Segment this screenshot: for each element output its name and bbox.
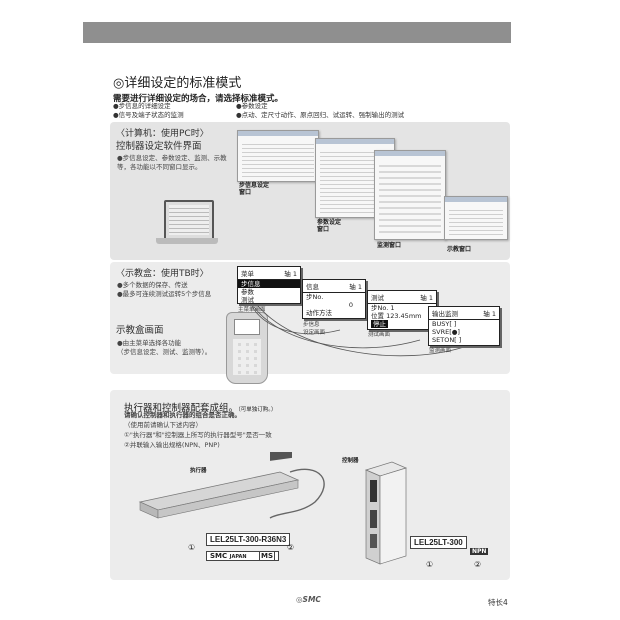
controller-io-label: NPN (470, 548, 489, 555)
combo-heading-note: （可单独订购。） (238, 407, 277, 413)
tb-bullet: ●最多可连续测试运转5个步信息 (117, 290, 212, 298)
teach-window-caption: 示教窗口 (447, 246, 472, 253)
tb-screen-heading: 示教盒画面 (116, 325, 164, 336)
actuator-brand-plate: SMC JAPAN MS (206, 551, 280, 561)
main-menu-caption: 主菜单画面 (238, 307, 266, 313)
combo-line-1: 请确认控制器和执行器的组合是否正确。 (124, 411, 241, 419)
test-step-value: 1 (390, 304, 395, 312)
smc-logo-icon: ◎ (296, 595, 303, 604)
smc-logo-text: SMC (302, 595, 321, 604)
actuator-label: 执行器 (190, 468, 207, 474)
test-menu-axis-label: 轴 (420, 294, 427, 302)
menu-flow-arrows (247, 297, 471, 357)
test-step-label: 步No. (371, 304, 389, 312)
step-menu-header: 信息 轴 1 (303, 280, 365, 293)
step-menu-row: 步No. (303, 293, 365, 301)
controller-label: 控制器 (342, 458, 359, 464)
monitor-menu-axis-value: 1 (491, 310, 496, 318)
test-position-value: 123.45mm (386, 312, 422, 320)
test-menu-axis-value: 1 (428, 294, 433, 302)
tb-bullets: ●多个数据的保存、传送 ●最多可连续测试运转5个步信息 (117, 281, 211, 299)
controller-illustration (364, 461, 408, 565)
combo-line-3: ①"执行器"和"控制器上所写的执行器型号"是否一致 (124, 431, 272, 439)
feature-bullet: ●信号及端子状态的监测 (113, 111, 184, 119)
feature-bullets-right: ●参数设定 ●点动、定尺寸动作、原点回归、试运转、强制输出的测试 (236, 102, 404, 120)
tb-test-menu: 测试 轴 1 步No. 1 位置 123.45mm 停止 (367, 290, 437, 330)
tb-bullet: ●多个数据的保存、传送 (117, 281, 188, 289)
controller-model-label: LEL25LT-300 (410, 536, 467, 549)
main-menu-title: 菜单 (241, 270, 254, 278)
actuator-country: JAPAN (229, 554, 247, 560)
test-menu-row: 位置 123.45mm (368, 312, 436, 320)
title-text: 详细设定的标准模式 (124, 76, 242, 91)
combo-line-2: （使用前请确认下述内容） (124, 421, 202, 429)
test-menu-caption: 测试画面 (368, 332, 391, 338)
step-data-window (237, 130, 319, 182)
main-menu-item[interactable]: 测试 (241, 296, 254, 304)
main-menu-header: 菜单 轴 1 (238, 267, 300, 280)
page-title: ◎详细设定的标准模式 (113, 72, 241, 91)
actuator-mark-1: ① (188, 543, 196, 552)
main-menu-axis-label: 轴 (284, 270, 291, 278)
combo-line-4: ②并联输入输出规格(NPN、PNP) (124, 441, 220, 449)
feature-bullet: ●参数设定 (236, 102, 268, 110)
feature-bullet: ●点动、定尺寸动作、原点回归、试运转、强制输出的测试 (236, 111, 405, 119)
monitor-item: SVRE[●] (432, 328, 460, 336)
smc-logo: ◎SMC (296, 595, 321, 604)
tb-step-menu: 信息 轴 1 步No. 0 动作方法 (302, 279, 366, 319)
step-method-label: 动作方法 (306, 309, 332, 317)
step-menu-title: 信息 (306, 283, 319, 291)
step-menu-axis-value: 1 (357, 283, 362, 291)
monitor-item: BUSY[ ] (432, 320, 457, 328)
actuator-illustration (138, 452, 325, 519)
combo-heading: 执行器和控制器配套成组。（可单独订购。） (124, 396, 277, 415)
test-menu-row: 停止 (368, 320, 436, 328)
actuator-brand: SMC (210, 552, 228, 560)
teaching-box (226, 312, 268, 384)
tb-section-heading: 〈示教盒：使用TB时〉 (116, 269, 209, 279)
tb-main-menu: 菜单 轴 1 步信息 参数 测试 (237, 266, 301, 304)
teach-window (444, 196, 508, 240)
main-menu-item[interactable]: 步信息 (238, 280, 300, 288)
laptop-screen (164, 200, 214, 240)
page-subtitle: 需要进行详细设定的场合，请选择标准模式。 (113, 94, 284, 104)
monitor-menu-title: 输出监测 (432, 310, 458, 318)
main-menu-item[interactable]: 参数 (241, 288, 254, 296)
test-menu-title: 测试 (371, 294, 384, 302)
feature-bullets-left: ●步信息的详细设定 ●信号及端子状态的监测 (113, 102, 184, 120)
controller-mark-1: ① (426, 560, 434, 569)
pc-section-description: ●步信息设定、参数设定、监测、示教等，各功能以不同窗口显示。 (117, 154, 227, 171)
title-mark: ◎ (113, 76, 125, 91)
actuator-ms-mark: MS (259, 551, 276, 561)
combo-heading-text: 执行器和控制器配套成组。 (124, 403, 239, 414)
header-bar (83, 22, 511, 43)
test-menu-row: 步No. 1 (368, 304, 436, 312)
test-menu-header: 测试 轴 1 (368, 291, 436, 304)
main-menu-axis-value: 1 (292, 270, 297, 278)
test-stop-button[interactable]: 停止 (371, 320, 388, 328)
actuator-mark-2: ② (287, 543, 295, 552)
monitor-window (374, 150, 446, 240)
tb-monitor-menu: 输出监测 轴 1 BUSY[ ] SVRE[●] SETON[ ] (428, 306, 500, 346)
page-number: 特长4 (488, 598, 508, 607)
controller-mark-2: ② (474, 560, 482, 569)
test-position-label: 位置 (371, 312, 384, 320)
laptop-base (156, 238, 218, 244)
step-no-label: 步No. (306, 293, 324, 301)
step-no-value: 0 (348, 301, 353, 309)
parameter-window-caption: 参数设定 窗口 (317, 219, 342, 233)
pc-section-heading-1: 〈计算机：使用PC时〉 (116, 129, 209, 139)
feature-bullet: ●步信息的详细设定 (113, 102, 171, 110)
step-menu-axis-label: 轴 (349, 283, 356, 291)
step-window-caption: 步信息设定 窗口 (239, 182, 270, 196)
step-menu-caption: 步信息 设定画面 (303, 322, 326, 336)
monitor-item: SETON[ ] (432, 336, 462, 344)
actuator-model-label: LEL25LT-300-R36N3 (206, 533, 291, 546)
monitor-menu-axis-label: 轴 (483, 310, 490, 318)
tb-screen-text: ●由主菜单选择各功能 （步信息设定、测试、监测等）。 (117, 339, 212, 356)
monitor-menu-header: 输出监测 轴 1 (429, 307, 499, 320)
monitor-menu-caption: 监测画面 (429, 348, 452, 354)
monitor-window-caption: 监测窗口 (377, 242, 402, 249)
pc-section-heading-2: 控制器设定软件界面 (116, 141, 202, 152)
